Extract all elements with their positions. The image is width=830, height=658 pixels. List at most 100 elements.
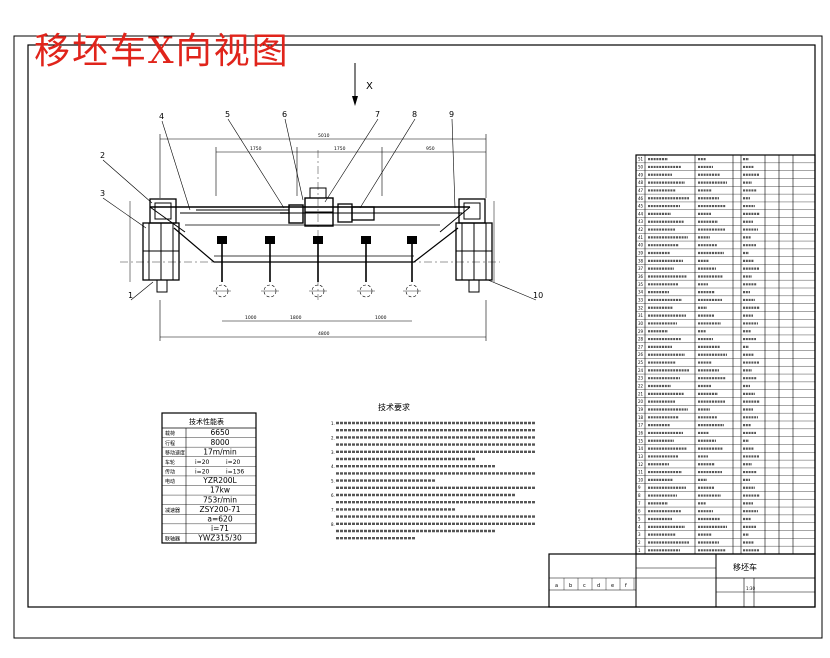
bom-row-number: 24 (638, 368, 644, 373)
bom-row-number: 26 (638, 352, 644, 357)
tech-req-number: 7. (331, 507, 335, 512)
tech-params-value-right: i=136 (226, 469, 244, 476)
bom-row-number: 30 (638, 321, 644, 326)
tech-params-label: 联轴器 (165, 536, 180, 543)
main-frame (120, 150, 500, 300)
bom-row-number: 15 (638, 438, 644, 443)
title-block-scale: 1:30 (746, 586, 755, 591)
left-support (129, 198, 180, 293)
bom-row-number: 16 (638, 430, 644, 435)
balloon-leader (102, 159, 153, 204)
tech-params-value: 17m/min (203, 447, 237, 456)
balloon-label: 9 (449, 110, 454, 119)
bom-row-number: 29 (638, 329, 644, 334)
bom-row-number: 47 (638, 188, 644, 193)
dim-seg-1: 1750 (250, 146, 262, 152)
tech-params-label: 载荷 (165, 430, 175, 437)
tech-params-label: 电动 (165, 478, 175, 485)
bom-row-number: 33 (638, 297, 644, 302)
hook-clamp (361, 236, 371, 244)
bom-row-number: 38 (638, 258, 644, 263)
bom-row-number: 51 (638, 157, 644, 162)
bom-row-number: 12 (638, 462, 644, 467)
balloon-label: 6 (282, 110, 287, 119)
balloon-label: 7 (375, 110, 380, 119)
view-arrow: X (352, 63, 373, 106)
title-block-name: 移坯车 (733, 562, 757, 572)
dim-seg-3: 950 (426, 146, 435, 152)
drive-assembly (196, 187, 385, 227)
tech-params-label: 传动 (165, 469, 175, 476)
tech-params-value: ZSY200-71 (199, 505, 240, 514)
rev-col-label: a (555, 583, 558, 589)
view-arrow-label: X (366, 81, 373, 92)
bom-row-number: 44 (638, 211, 644, 216)
bom-row-number: 3 (638, 532, 641, 537)
tech-req-number: 1. (331, 421, 335, 426)
tech-params-value: a=620 (207, 514, 232, 523)
bom-row-number: 35 (638, 282, 644, 287)
bom-row-number: 25 (638, 360, 644, 365)
bom-row-number: 13 (638, 454, 644, 459)
tech-req-number: 2. (331, 435, 335, 440)
bom-row-number: 17 (638, 423, 644, 428)
bom-row-number: 1 (638, 548, 641, 553)
hook-clamp (265, 236, 275, 244)
bom-row-number: 39 (638, 251, 644, 256)
bom-row-number: 18 (638, 415, 644, 420)
balloon-leader (487, 279, 537, 301)
bom-row-number: 28 (638, 337, 644, 342)
dim-top-overall: 5010 (318, 133, 330, 139)
balloon-label: 1 (128, 291, 133, 300)
balloon-label: 2 (100, 151, 105, 160)
tech-params-label: 行程 (165, 440, 175, 447)
tech-params-value: 8000 (210, 438, 229, 447)
tech-requirements: 技术要求 1.2.3.4.5.6.7.8. (331, 402, 536, 540)
tech-req-number: 3. (331, 450, 335, 455)
tech-params-value: 17kw (210, 486, 230, 495)
tech-params-value: YZR200L (202, 476, 237, 485)
tech-params-label: 移动速度 (165, 449, 185, 456)
tech-params-value-right: i=20 (226, 459, 241, 466)
balloon-leader (227, 118, 285, 209)
bom-row-number: 42 (638, 227, 644, 232)
tech-params-value: YWZ315/30 (197, 534, 242, 543)
balloon-label: 8 (412, 110, 417, 119)
bom-row-number: 10 (638, 477, 644, 482)
balloon-leader (451, 118, 456, 209)
balloon-leader (161, 120, 191, 211)
bom-row-number: 5 (638, 517, 641, 522)
bom-row-number: 27 (638, 344, 644, 349)
balloon-leader (324, 118, 379, 203)
rev-col-label: f (625, 583, 627, 589)
bom-row-number: 9 (638, 485, 641, 490)
balloon-leader (130, 281, 154, 301)
bom-row-number: 37 (638, 266, 644, 271)
balloon-label: 3 (100, 189, 105, 198)
bom-table: 5150494847464544434241403938373635343332… (635, 154, 816, 555)
dim-bottom-total: 4800 (318, 331, 330, 337)
bom-row-number: 40 (638, 243, 644, 248)
hook-group (213, 236, 421, 298)
bom-row-number: 48 (638, 180, 644, 185)
bom-row-number: 2 (638, 540, 641, 545)
bom-row-number: 8 (638, 493, 641, 498)
dim-bottom-mid: 1800 (290, 315, 302, 321)
bom-row-number: 21 (638, 391, 644, 396)
tech-params-label: 车轮 (165, 459, 175, 466)
tech-params-title: 技术性能表 (189, 417, 224, 426)
bom-row-number: 43 (638, 219, 644, 224)
bom-row-number: 20 (638, 399, 644, 404)
rev-col-label: c (583, 583, 586, 589)
tech-req-number: 6. (331, 493, 335, 498)
hook-clamp (313, 236, 323, 244)
right-support (455, 198, 495, 293)
outer-frame (13, 35, 823, 639)
tech-req-number: 8. (331, 522, 335, 527)
overlay-title: 移坯车X向视图 (34, 31, 290, 72)
hook-clamp (407, 236, 417, 244)
